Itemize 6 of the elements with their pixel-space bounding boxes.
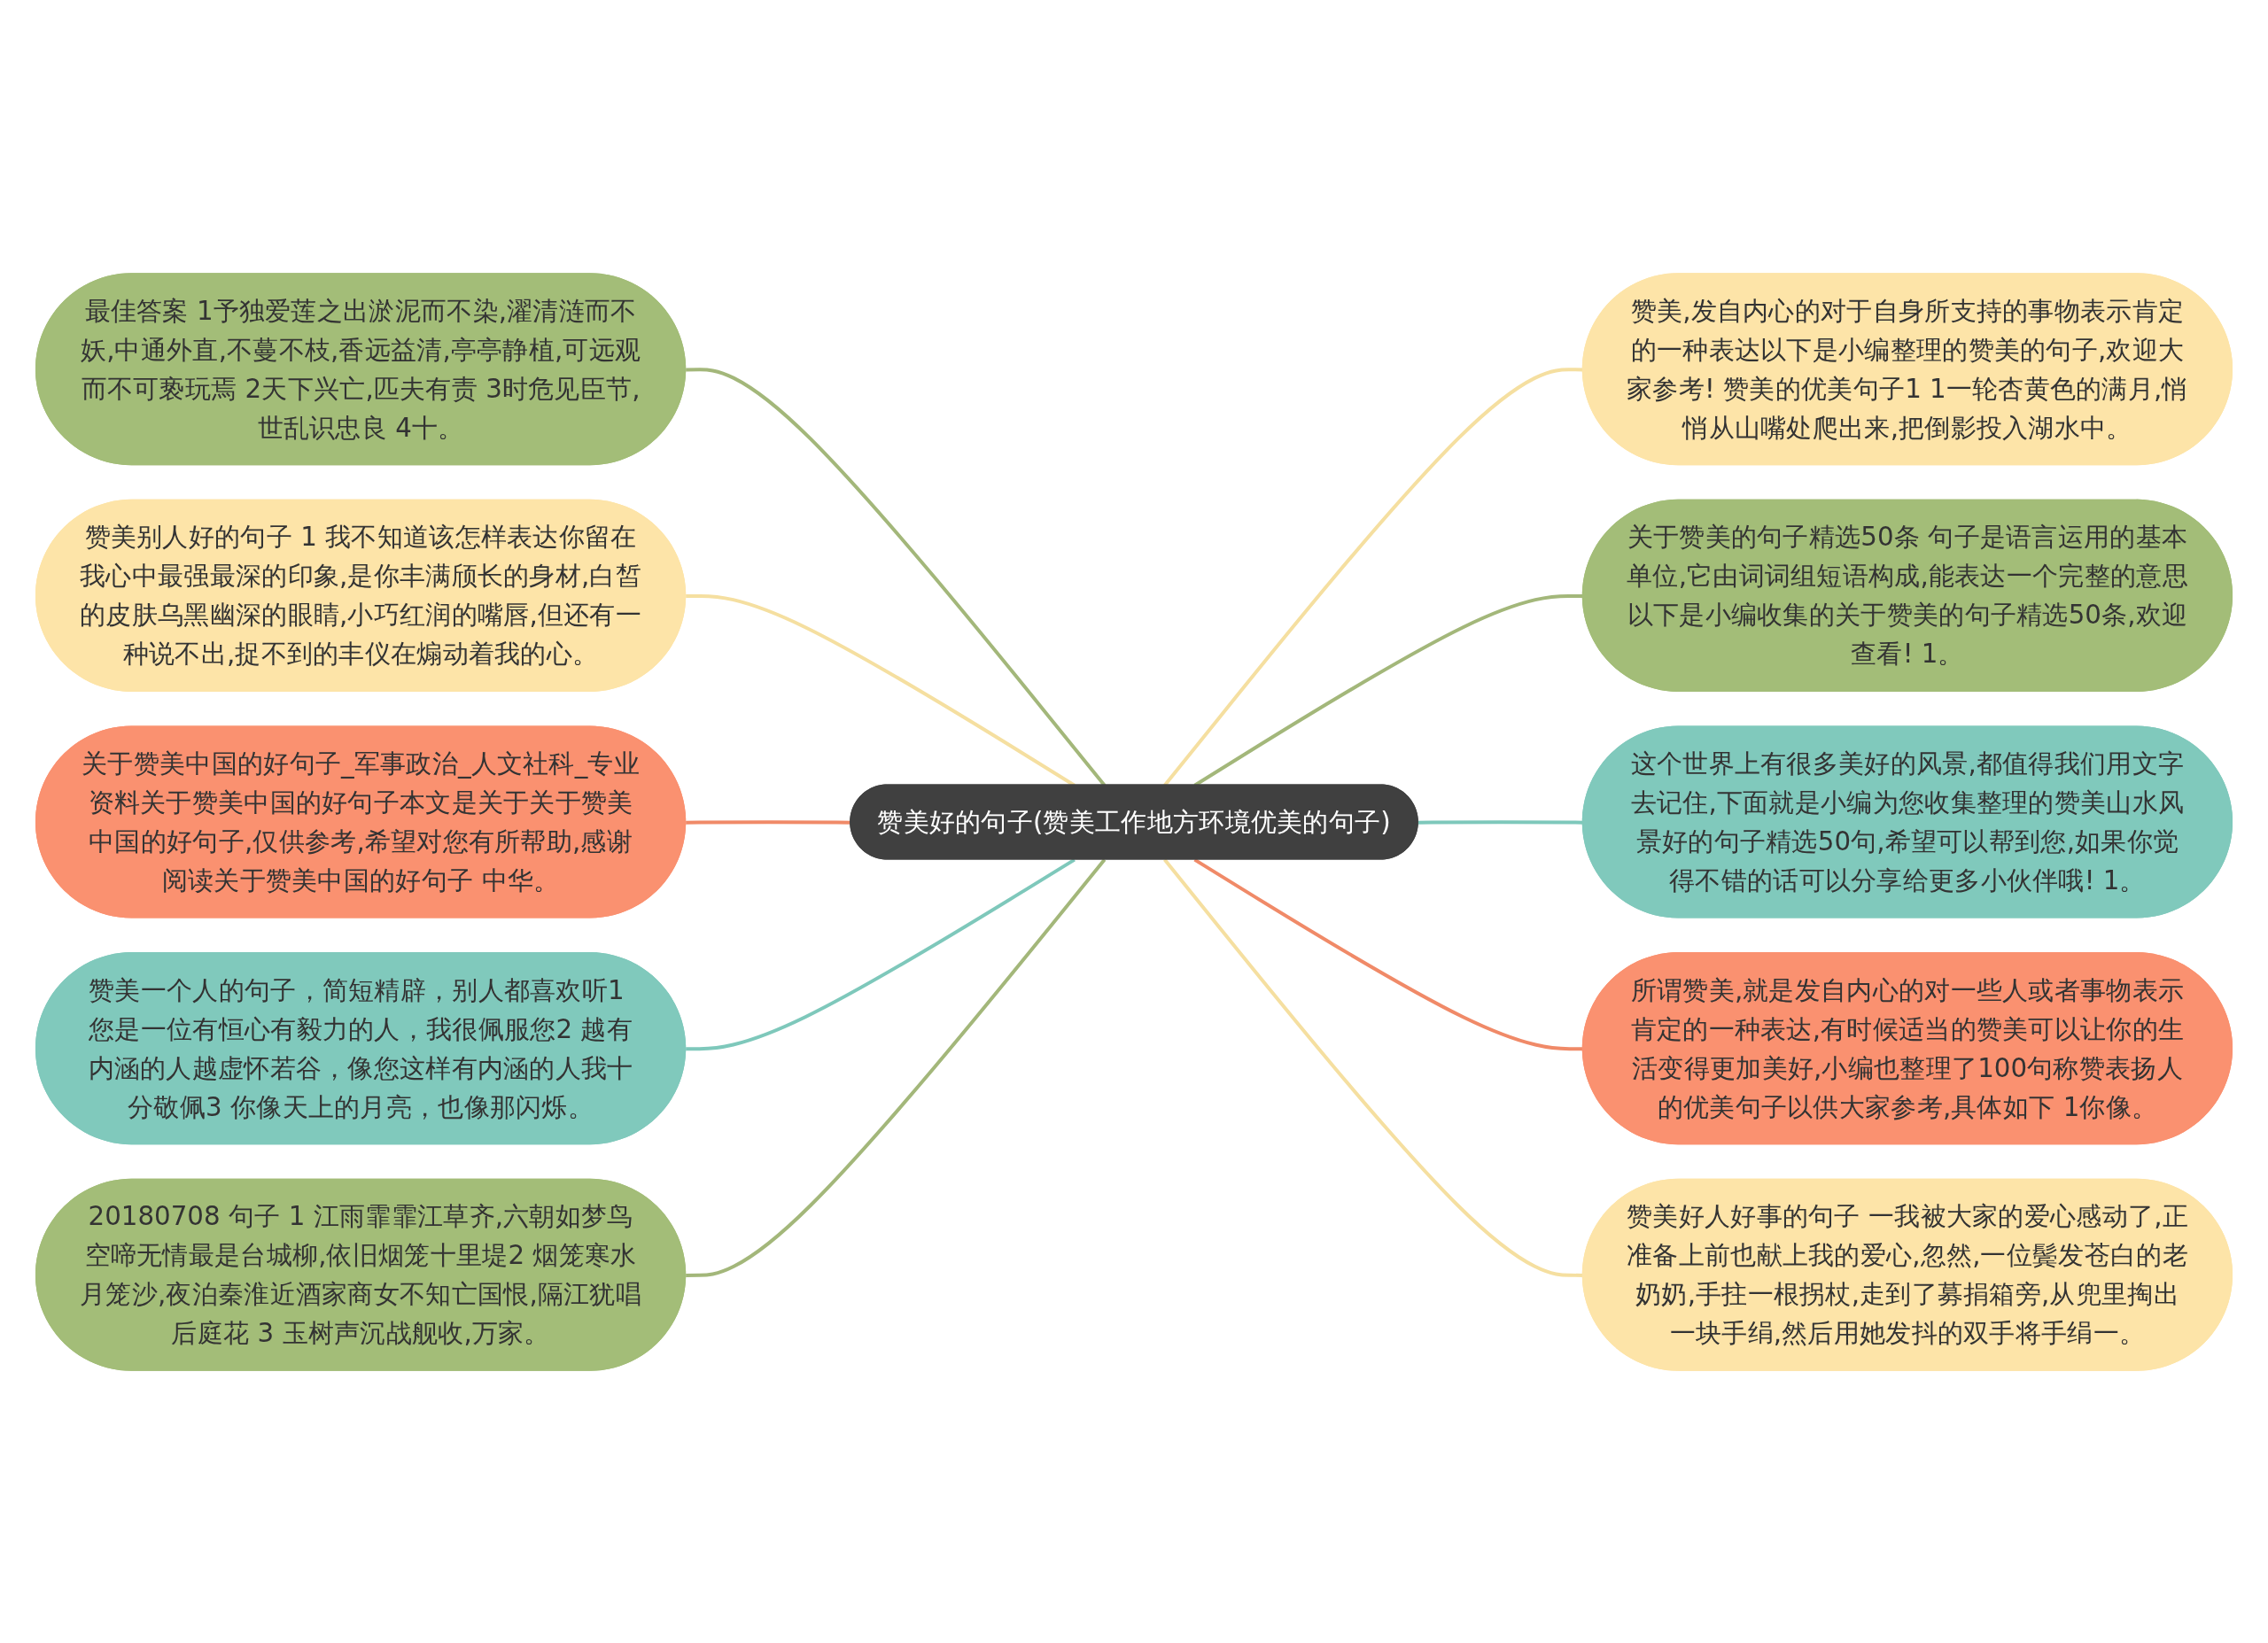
connector bbox=[686, 819, 851, 825]
connector bbox=[1163, 857, 1584, 1277]
connector bbox=[686, 857, 1076, 1050]
connector bbox=[1418, 819, 1584, 825]
connector bbox=[1193, 857, 1584, 1050]
connector bbox=[686, 857, 1107, 1277]
